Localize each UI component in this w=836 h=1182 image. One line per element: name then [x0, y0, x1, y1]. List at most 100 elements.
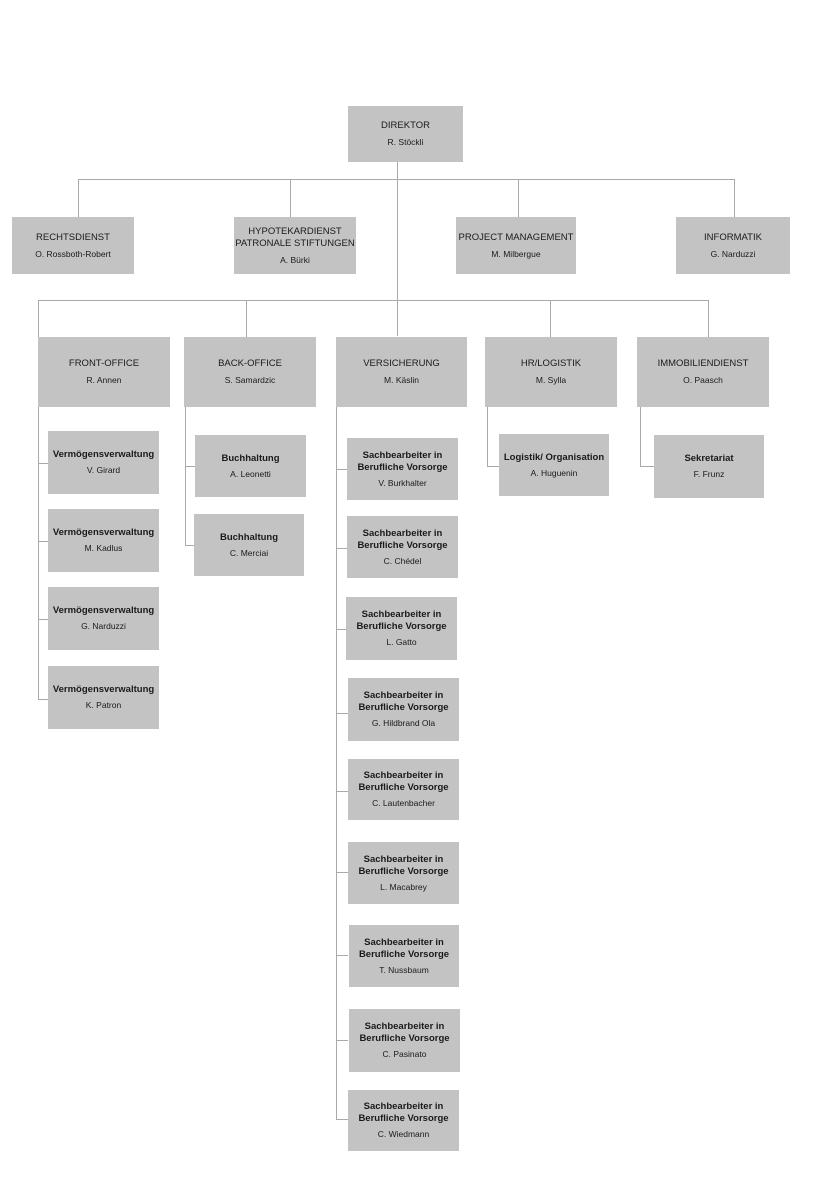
- box-person: R. Stöckli: [387, 137, 424, 147]
- box-person: G. Narduzzi: [710, 248, 756, 259]
- connector-line: [397, 162, 398, 336]
- unit-box: Buchhaltung C. Merciai: [194, 514, 304, 576]
- unit-box: Vermögensverwaltung K. Patron: [48, 666, 159, 729]
- box-title: Sekretariat: [684, 453, 734, 464]
- box-person: K. Patron: [85, 700, 122, 710]
- box-title: Sachbearbeiter in Berufliche Vorsorge: [358, 770, 449, 793]
- box-title: Sachbearbeiter in Berufliche Vorsorge: [356, 609, 447, 632]
- staff-box-informatik: INFORMATIK G. Narduzzi: [676, 217, 790, 274]
- box-title: Sachbearbeiter in Berufliche Vorsorge: [358, 853, 449, 877]
- unit-box: Vermögensverwaltung M. Kadlus: [48, 509, 159, 572]
- unit-box: Sachbearbeiter in Berufliche Vorsorge V.…: [347, 438, 458, 500]
- dept-box-immobiliendienst: IMMOBILIENDIENST O. Paasch: [637, 337, 769, 407]
- connector-line: [336, 629, 348, 630]
- unit-box: Sachbearbeiter in Berufliche Vorsorge C.…: [348, 759, 459, 820]
- connector-line: [708, 300, 709, 337]
- unit-box: Sachbearbeiter in Berufliche Vorsorge T.…: [349, 925, 459, 987]
- box-title: Buchhaltung: [219, 531, 279, 543]
- connector-line: [38, 619, 48, 620]
- box-person: C. Lautenbacher: [372, 798, 435, 808]
- connector-line: [246, 300, 247, 337]
- connector-line: [336, 1119, 348, 1120]
- connector-line: [78, 179, 79, 217]
- box-title: Sachbearbeiter in Berufliche Vorsorge: [357, 527, 448, 551]
- connector-line: [38, 300, 39, 337]
- box-title: IMMOBILIENDIENST: [657, 358, 749, 369]
- box-title: Sachbearbeiter in Berufliche Vorsorge: [358, 1101, 449, 1124]
- unit-box: Sekretariat F. Frunz: [654, 435, 764, 498]
- box-title: Sachbearbeiter in Berufliche Vorsorge: [359, 1021, 450, 1044]
- box-person: G. Hildbrand Ola: [371, 718, 436, 728]
- connector-line: [336, 548, 348, 549]
- box-person: O. Paasch: [683, 375, 723, 385]
- box-person: A. Huguenin: [530, 467, 578, 478]
- connector-line: [185, 545, 195, 546]
- box-person: O. Rossboth-Robert: [35, 248, 111, 259]
- box-title: INFORMATIK: [704, 231, 762, 243]
- connector-line: [518, 179, 519, 217]
- box-person: C. Merciai: [229, 547, 269, 558]
- dept-box-hr-logistik: HR/LOGISTIK M. Sylla: [485, 337, 617, 407]
- connector-line: [487, 407, 488, 466]
- staff-box-rechtsdienst: RECHTSDIENST O. Rossboth-Robert: [12, 217, 134, 274]
- connector-line: [185, 466, 195, 467]
- dept-box-back-office: BACK-OFFICE S. Samardzic: [184, 337, 316, 407]
- connector-line: [38, 300, 709, 301]
- connector-line: [550, 300, 551, 337]
- box-title: Sachbearbeiter in Berufliche Vorsorge: [358, 690, 449, 713]
- connector-line: [290, 179, 291, 217]
- box-person: G. Narduzzi: [81, 621, 126, 631]
- unit-box: Sachbearbeiter in Berufliche Vorsorge C.…: [348, 1090, 459, 1151]
- unit-box: Vermögensverwaltung V. Girard: [48, 431, 159, 494]
- connector-line: [640, 466, 654, 467]
- connector-line: [38, 407, 39, 700]
- box-person: S. Samardzic: [224, 375, 276, 385]
- box-person: M. Kadlus: [84, 543, 123, 553]
- box-person: V. Burkhalter: [378, 477, 427, 488]
- connector-line: [336, 872, 348, 873]
- box-person: C. Pasinato: [382, 1049, 427, 1059]
- box-person: F. Frunz: [693, 469, 725, 479]
- connector-line: [336, 400, 337, 1120]
- connector-line: [38, 541, 48, 542]
- box-title: HYPOTEKARDIENST PATRONALE STIFTUNGEN: [235, 225, 355, 249]
- box-person: C. Wiedmann: [377, 1129, 430, 1139]
- unit-box: Buchhaltung A. Leonetti: [195, 435, 306, 497]
- box-person: T. Nussbaum: [379, 964, 429, 975]
- box-title: Vermögensverwaltung: [52, 684, 155, 695]
- box-person: M. Sylla: [535, 375, 567, 385]
- unit-box: Sachbearbeiter in Berufliche Vorsorge C.…: [349, 1009, 460, 1072]
- box-person: A. Bürki: [280, 254, 310, 265]
- connector-line: [487, 466, 499, 467]
- box-title: Buchhaltung: [221, 452, 280, 464]
- unit-box: Vermögensverwaltung G. Narduzzi: [48, 587, 159, 650]
- box-person: L. Macabrey: [380, 881, 427, 892]
- connector-line: [336, 713, 348, 714]
- connector-line: [336, 1040, 348, 1041]
- box-person: L. Gatto: [386, 637, 417, 647]
- box-person: M. Käslin: [384, 375, 419, 385]
- staff-box-hypotekardienst: HYPOTEKARDIENST PATRONALE STIFTUNGEN A. …: [234, 217, 356, 274]
- director-box: DIREKTOR R. Stöckli: [348, 106, 463, 162]
- dept-box-front-office: FRONT-OFFICE R. Annen: [38, 337, 170, 407]
- connector-line: [734, 179, 735, 217]
- box-title: Sachbearbeiter in Berufliche Vorsorge: [358, 936, 450, 960]
- connector-line: [336, 791, 348, 792]
- connector-line: [336, 955, 348, 956]
- unit-box: Sachbearbeiter in Berufliche Vorsorge L.…: [348, 842, 459, 904]
- connector-line: [78, 179, 735, 180]
- unit-box: Sachbearbeiter in Berufliche Vorsorge G.…: [348, 678, 459, 741]
- unit-box: Logistik/ Organisation A. Huguenin: [499, 434, 609, 496]
- box-title: VERSICHERUNG: [363, 358, 440, 369]
- box-title: Vermögensverwaltung: [52, 449, 155, 460]
- box-title: RECHTSDIENST: [36, 231, 110, 243]
- box-title: Logistik/ Organisation: [503, 451, 605, 463]
- box-person: M. Milbergue: [491, 248, 541, 259]
- box-title: Vermögensverwaltung: [52, 605, 155, 616]
- box-title: Sachbearbeiter in Berufliche Vorsorge: [357, 449, 448, 473]
- staff-box-project-management: PROJECT MANAGEMENT M. Milbergue: [456, 217, 576, 274]
- box-title: BACK-OFFICE: [218, 358, 282, 369]
- connector-line: [38, 699, 48, 700]
- box-person: A. Leonetti: [230, 468, 271, 479]
